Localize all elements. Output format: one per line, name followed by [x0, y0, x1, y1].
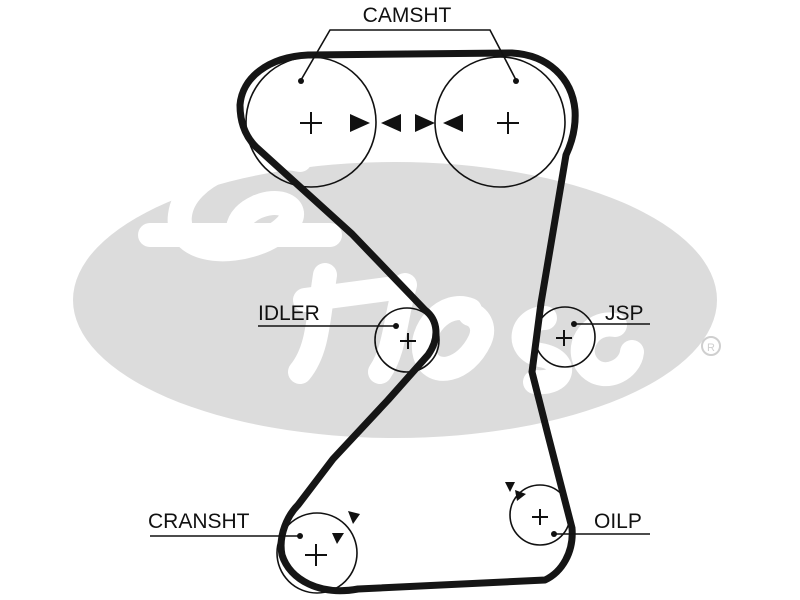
- timing-mark-arrow-icon: [381, 114, 401, 132]
- camshaft-leader: [300, 29, 517, 81]
- timing-mark-arrow-icon: [515, 490, 526, 501]
- gates-logo-watermark: R: [73, 145, 721, 438]
- oil-pump-leader-dot: [551, 531, 557, 537]
- oil-pump-label: OILP: [594, 510, 642, 533]
- pulley-centres: [300, 112, 572, 566]
- camshaft-right-centre-icon: [497, 112, 519, 134]
- timing-marks: [332, 114, 526, 544]
- idler-pulley: [374, 307, 440, 373]
- jsp-label: JSP: [605, 302, 644, 325]
- timing-mark-arrow-icon: [350, 114, 370, 132]
- timing-mark-arrow-icon: [415, 114, 435, 132]
- registered-mark-letter: R: [707, 342, 715, 354]
- idler-label: IDLER: [258, 302, 320, 325]
- oil-pump-centre-icon: [532, 509, 548, 525]
- camshaft-left-leader-dot: [298, 78, 304, 84]
- crankshaft-pulley: [276, 512, 358, 594]
- component-labels: CAMSHT IDLER JSP CRANSHT OILP: [148, 4, 644, 533]
- camshaft-left-centre-icon: [300, 112, 322, 134]
- timing-mark-arrow-icon: [505, 482, 515, 492]
- jsp-centre-icon: [556, 330, 572, 346]
- camshaft-label: CAMSHT: [363, 4, 452, 27]
- crankshaft-label: CRANSHT: [148, 510, 250, 533]
- leader-lines: [150, 29, 650, 539]
- idler-centre-icon: [400, 333, 416, 349]
- watermark-script-mark: [138, 145, 644, 395]
- timing-mark-arrow-icon: [348, 511, 360, 524]
- crankshaft-leader-dot: [297, 533, 303, 539]
- idler-leader-dot: [393, 323, 399, 329]
- jsp-leader-dot: [571, 321, 577, 327]
- timing-mark-arrow-icon: [332, 533, 344, 544]
- crankshaft-centre-icon: [305, 544, 327, 566]
- timing-mark-arrow-icon: [443, 114, 463, 132]
- registered-mark-ring: [701, 336, 721, 356]
- camshaft-pulley-right: [434, 56, 566, 188]
- timing-belt: [236, 49, 579, 595]
- camshaft-right-leader-dot: [513, 78, 519, 84]
